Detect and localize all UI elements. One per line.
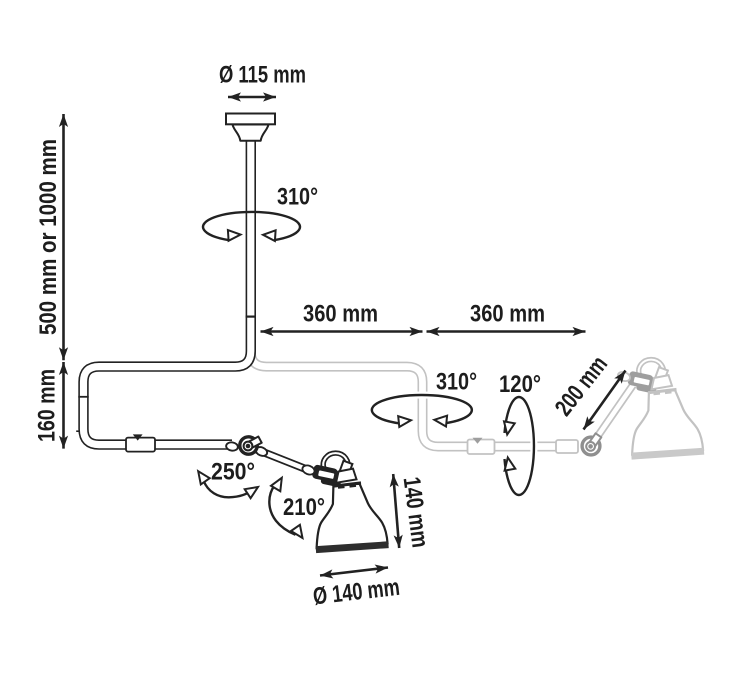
svg-text:210°: 210° (283, 494, 325, 521)
svg-text:360 mm: 360 mm (303, 301, 378, 328)
svg-text:500 mm or 1000 mm: 500 mm or 1000 mm (35, 139, 62, 335)
svg-text:120°: 120° (499, 371, 541, 398)
svg-text:250°: 250° (211, 459, 255, 486)
svg-text:310°: 310° (436, 369, 477, 396)
svg-text:310°: 310° (277, 184, 318, 211)
svg-text:160 mm: 160 mm (34, 369, 61, 442)
svg-text:360 mm: 360 mm (470, 301, 545, 328)
svg-text:Ø 115 mm: Ø 115 mm (219, 62, 306, 89)
